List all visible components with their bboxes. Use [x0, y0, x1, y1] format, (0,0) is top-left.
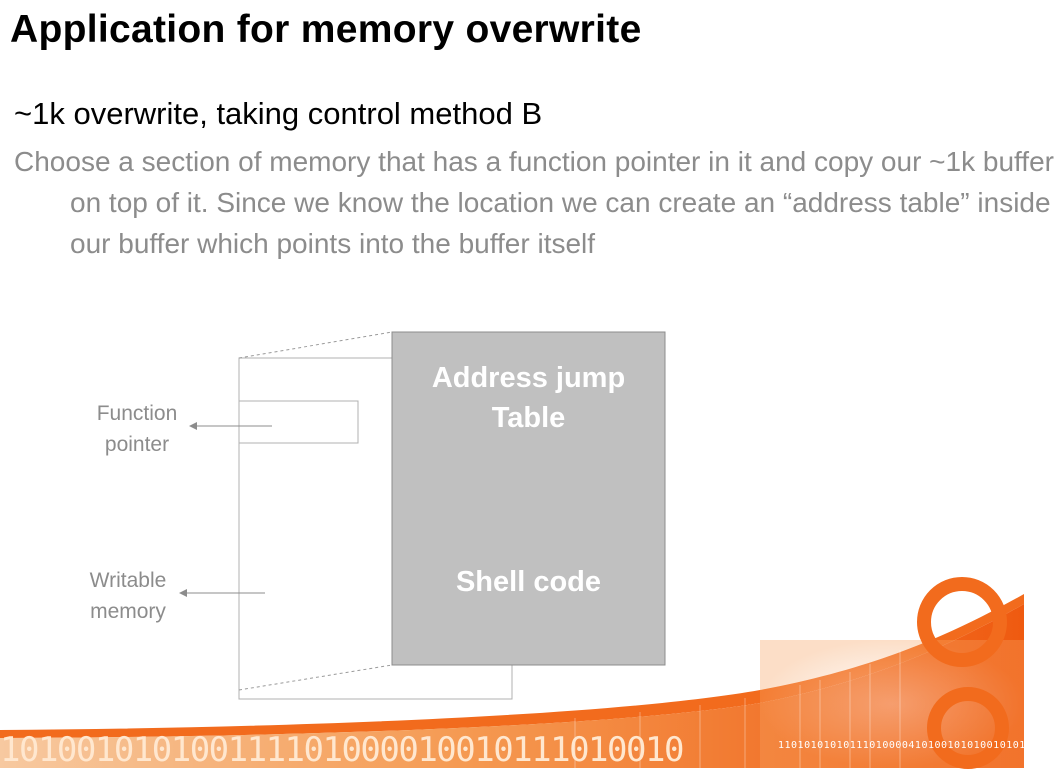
slide-subtitle: ~1k overwrite, taking control method B — [14, 96, 543, 131]
orange-ring-top — [917, 577, 1007, 667]
address-jump-table-label-line2: Table — [491, 402, 566, 434]
slide-title: Application for memory overwrite — [10, 8, 642, 51]
writable-memory-label: Writable memory — [70, 565, 186, 627]
function-pointer-label-line1: Function — [96, 402, 178, 425]
address-jump-table-label: Address jump Table — [392, 358, 665, 438]
overwrite-buffer-box — [391, 331, 666, 666]
writable-memory-label-line1: Writable — [89, 569, 167, 592]
function-pointer-label-line2: pointer — [104, 433, 170, 456]
function-pointer-label: Function pointer — [78, 398, 196, 460]
orange-ring-bottom — [927, 687, 1009, 769]
shell-code-label: Shell code — [455, 566, 602, 598]
address-jump-table-label-line1: Address jump — [431, 362, 626, 394]
projection-line-bottom — [238, 664, 393, 691]
band-vertical-lines — [574, 650, 901, 768]
projection-line-top — [238, 331, 393, 359]
writable-memory-label-line2: memory — [90, 600, 166, 623]
function-pointer-box — [238, 400, 359, 444]
binary-digits-large: 101001010100111101000010010111010010 — [0, 730, 684, 770]
slide-body-text: Choose a section of memory that has a fu… — [14, 146, 1054, 259]
footer-decoration — [0, 577, 1024, 769]
memory-diagram — [179, 331, 666, 700]
binary-digits-small: 110101010101110100004101001010100101010 — [778, 740, 1033, 751]
